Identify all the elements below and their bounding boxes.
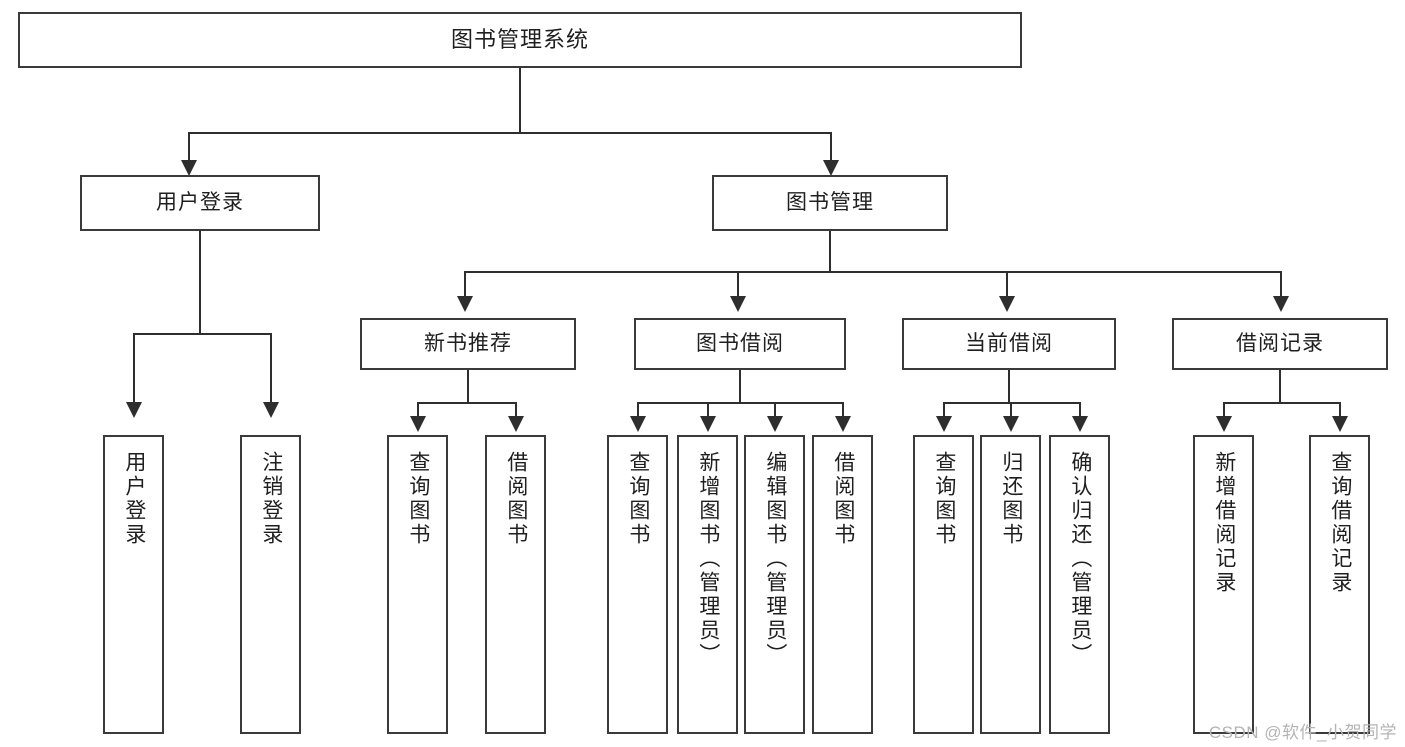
node-label: 用户登录 xyxy=(122,451,146,547)
connector-book-management-child-1 xyxy=(464,271,466,299)
leaf-book-borrow-edit-admin[interactable]: 编辑图书（管理员） xyxy=(744,435,805,734)
node-label: 借阅图书 xyxy=(504,451,528,547)
node-label: 新增图书（管理员） xyxy=(696,451,720,667)
node-book-management[interactable]: 图书管理 xyxy=(712,175,948,231)
node-label: 查询借阅记录 xyxy=(1328,451,1352,595)
connector-book-management-child-2 xyxy=(737,271,739,299)
connector-book-borrow-split-bar xyxy=(637,402,843,404)
node-root-system[interactable]: 图书管理系统 xyxy=(18,12,1022,68)
connector-user-login-child-1 xyxy=(133,333,135,405)
leaf-new-book-query[interactable]: 查询图书 xyxy=(387,435,448,734)
connector-book-borrow-trunk xyxy=(739,370,741,404)
leaf-current-borrow-query[interactable]: 查询图书 xyxy=(913,435,974,734)
connector-borrow-record-trunk xyxy=(1279,370,1281,404)
arrow-book-borrow-child-3 xyxy=(767,416,783,432)
arrow-borrow-record-child-1 xyxy=(1216,416,1232,432)
leaf-user-login-login[interactable]: 用户登录 xyxy=(103,435,164,734)
leaf-book-borrow-query[interactable]: 查询图书 xyxy=(607,435,668,734)
leaf-new-book-borrow[interactable]: 借阅图书 xyxy=(485,435,546,734)
leaf-user-login-logout[interactable]: 注销登录 xyxy=(240,435,301,734)
node-label: 归还图书 xyxy=(999,451,1023,547)
node-user-login[interactable]: 用户登录 xyxy=(80,175,320,231)
node-label: 查询图书 xyxy=(406,451,430,547)
connector-borrow-record-split-bar xyxy=(1223,402,1341,404)
leaf-current-borrow-return[interactable]: 归还图书 xyxy=(980,435,1041,734)
connector-book-management-child-4 xyxy=(1280,271,1282,299)
node-label: 查询图书 xyxy=(932,451,956,547)
connector-user-login-child-2 xyxy=(270,333,272,405)
node-label: 用户登录 xyxy=(156,190,244,214)
node-borrow-record[interactable]: 借阅记录 xyxy=(1172,318,1388,370)
connector-current-borrow-child-1 xyxy=(943,402,945,418)
node-label: 新增借阅记录 xyxy=(1212,451,1236,595)
connector-book-management-child-3 xyxy=(1006,271,1008,299)
arrow-new-book-child-2 xyxy=(508,416,524,432)
arrow-user-login-child-2 xyxy=(263,402,279,418)
arrow-book-management-child-2 xyxy=(730,296,746,312)
arrow-book-management-child-3 xyxy=(999,296,1015,312)
node-book-borrow[interactable]: 图书借阅 xyxy=(634,318,846,370)
node-label: 注销登录 xyxy=(259,451,283,547)
node-label: 当前借阅 xyxy=(965,331,1053,355)
connector-book-borrow-child-1 xyxy=(637,402,639,418)
arrow-user-login-child-1 xyxy=(126,402,142,418)
arrow-book-borrow-child-4 xyxy=(835,416,851,432)
leaf-borrow-record-query[interactable]: 查询借阅记录 xyxy=(1309,435,1370,734)
node-label: 借阅记录 xyxy=(1236,331,1324,355)
connector-new-book-trunk xyxy=(467,370,469,404)
connector-root-trunk xyxy=(519,68,521,134)
arrow-new-book-child-1 xyxy=(410,416,426,432)
connector-root-split-bar xyxy=(188,132,832,134)
connector-new-book-child-2 xyxy=(515,402,517,418)
node-new-book-recommend[interactable]: 新书推荐 xyxy=(360,318,576,370)
arrow-borrow-record-child-2 xyxy=(1332,416,1348,432)
leaf-book-borrow-add-admin[interactable]: 新增图书（管理员） xyxy=(677,435,738,734)
connector-user-login-split-bar xyxy=(133,333,271,335)
connector-current-borrow-child-2 xyxy=(1010,402,1012,418)
connector-book-management-split-bar xyxy=(464,271,1281,273)
node-label: 图书借阅 xyxy=(696,331,784,355)
arrow-current-borrow-child-2 xyxy=(1003,416,1019,432)
connector-root-to-user-login xyxy=(188,132,190,164)
connector-new-book-split-bar xyxy=(417,402,517,404)
node-label: 编辑图书（管理员） xyxy=(763,451,787,667)
leaf-borrow-record-add[interactable]: 新增借阅记录 xyxy=(1193,435,1254,734)
arrow-root-to-book-manage xyxy=(823,160,839,176)
arrow-book-management-child-4 xyxy=(1273,296,1289,312)
connector-new-book-child-1 xyxy=(417,402,419,418)
connector-book-borrow-child-2 xyxy=(707,402,709,418)
node-label: 借阅图书 xyxy=(831,451,855,547)
node-label: 图书管理 xyxy=(786,190,874,214)
leaf-book-borrow-borrow[interactable]: 借阅图书 xyxy=(812,435,873,734)
arrow-root-to-user-login xyxy=(181,160,197,176)
arrow-current-borrow-child-1 xyxy=(936,416,952,432)
leaf-current-borrow-confirm-admin[interactable]: 确认归还（管理员） xyxy=(1049,435,1110,734)
connector-current-borrow-child-3 xyxy=(1079,402,1081,418)
node-label: 图书管理系统 xyxy=(450,27,589,53)
arrow-book-management-child-1 xyxy=(457,296,473,312)
connector-root-to-book-manage xyxy=(830,132,832,164)
node-label: 新书推荐 xyxy=(424,331,512,355)
connector-book-borrow-child-4 xyxy=(842,402,844,418)
arrow-current-borrow-child-3 xyxy=(1072,416,1088,432)
arrow-book-borrow-child-2 xyxy=(700,416,716,432)
connector-user-login-trunk xyxy=(199,231,201,335)
node-label: 确认归还（管理员） xyxy=(1068,451,1092,667)
node-label: 查询图书 xyxy=(626,451,650,547)
connector-borrow-record-child-1 xyxy=(1223,402,1225,418)
connector-book-management-trunk xyxy=(829,231,831,273)
node-current-borrow[interactable]: 当前借阅 xyxy=(902,318,1116,370)
connector-current-borrow-trunk xyxy=(1008,370,1010,404)
connector-book-borrow-child-3 xyxy=(774,402,776,418)
connector-borrow-record-child-2 xyxy=(1339,402,1341,418)
arrow-book-borrow-child-1 xyxy=(630,416,646,432)
